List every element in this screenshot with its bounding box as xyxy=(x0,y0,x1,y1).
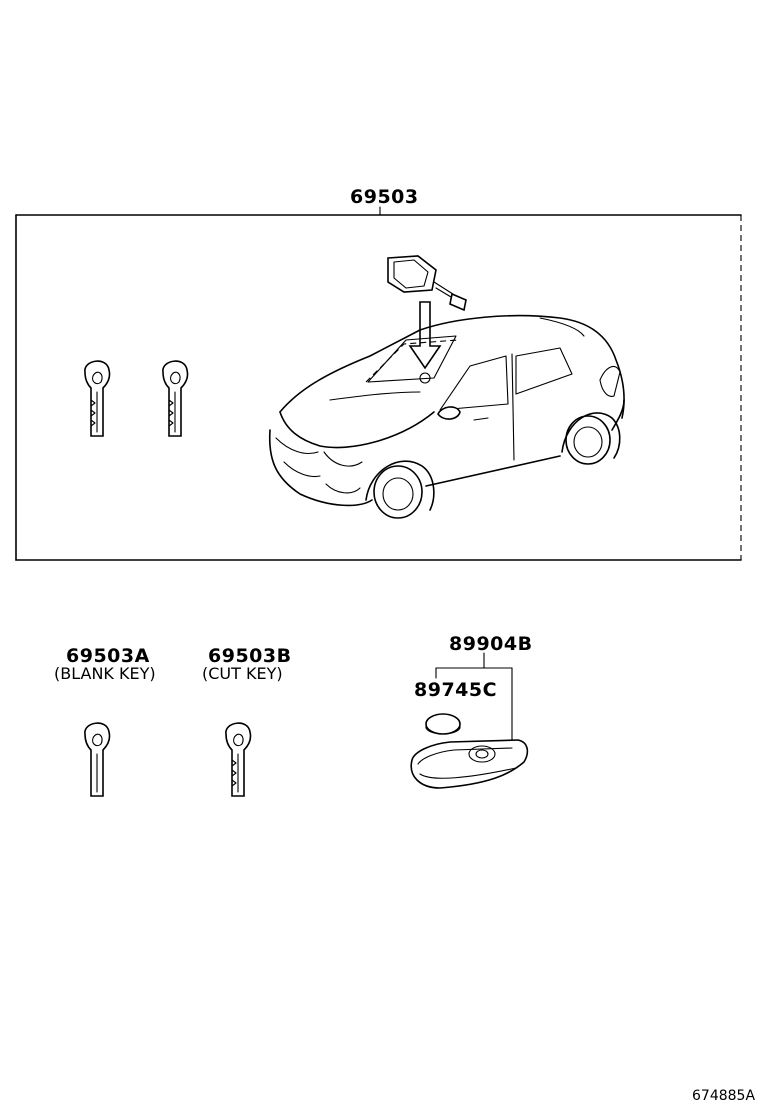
battery-part-number[interactable]: 89745C xyxy=(414,679,498,701)
blank-key-illustration xyxy=(84,722,111,797)
figure-id: 674885A xyxy=(692,1088,756,1104)
transmitter-part-number[interactable]: 89904B xyxy=(449,633,533,655)
car-illustration xyxy=(268,314,625,519)
leader-lines xyxy=(435,652,513,741)
transmitter-illustration xyxy=(410,739,529,789)
assembly-part-number[interactable]: 69503 xyxy=(350,186,419,208)
cut-key-description: (CUT KEY) xyxy=(202,664,283,683)
cut-key-illustration xyxy=(225,722,252,797)
cut-key-part-number[interactable]: 69503B xyxy=(208,645,292,667)
blank-key-part-number[interactable]: 69503A xyxy=(66,645,150,667)
key-illustration-left xyxy=(84,360,111,437)
key-illustration-right xyxy=(162,360,189,437)
blank-key-description: (BLANK KEY) xyxy=(54,664,156,683)
immobilizer-unit-illustration xyxy=(387,255,467,312)
battery-illustration xyxy=(425,713,461,735)
assembly-frame xyxy=(15,206,742,561)
